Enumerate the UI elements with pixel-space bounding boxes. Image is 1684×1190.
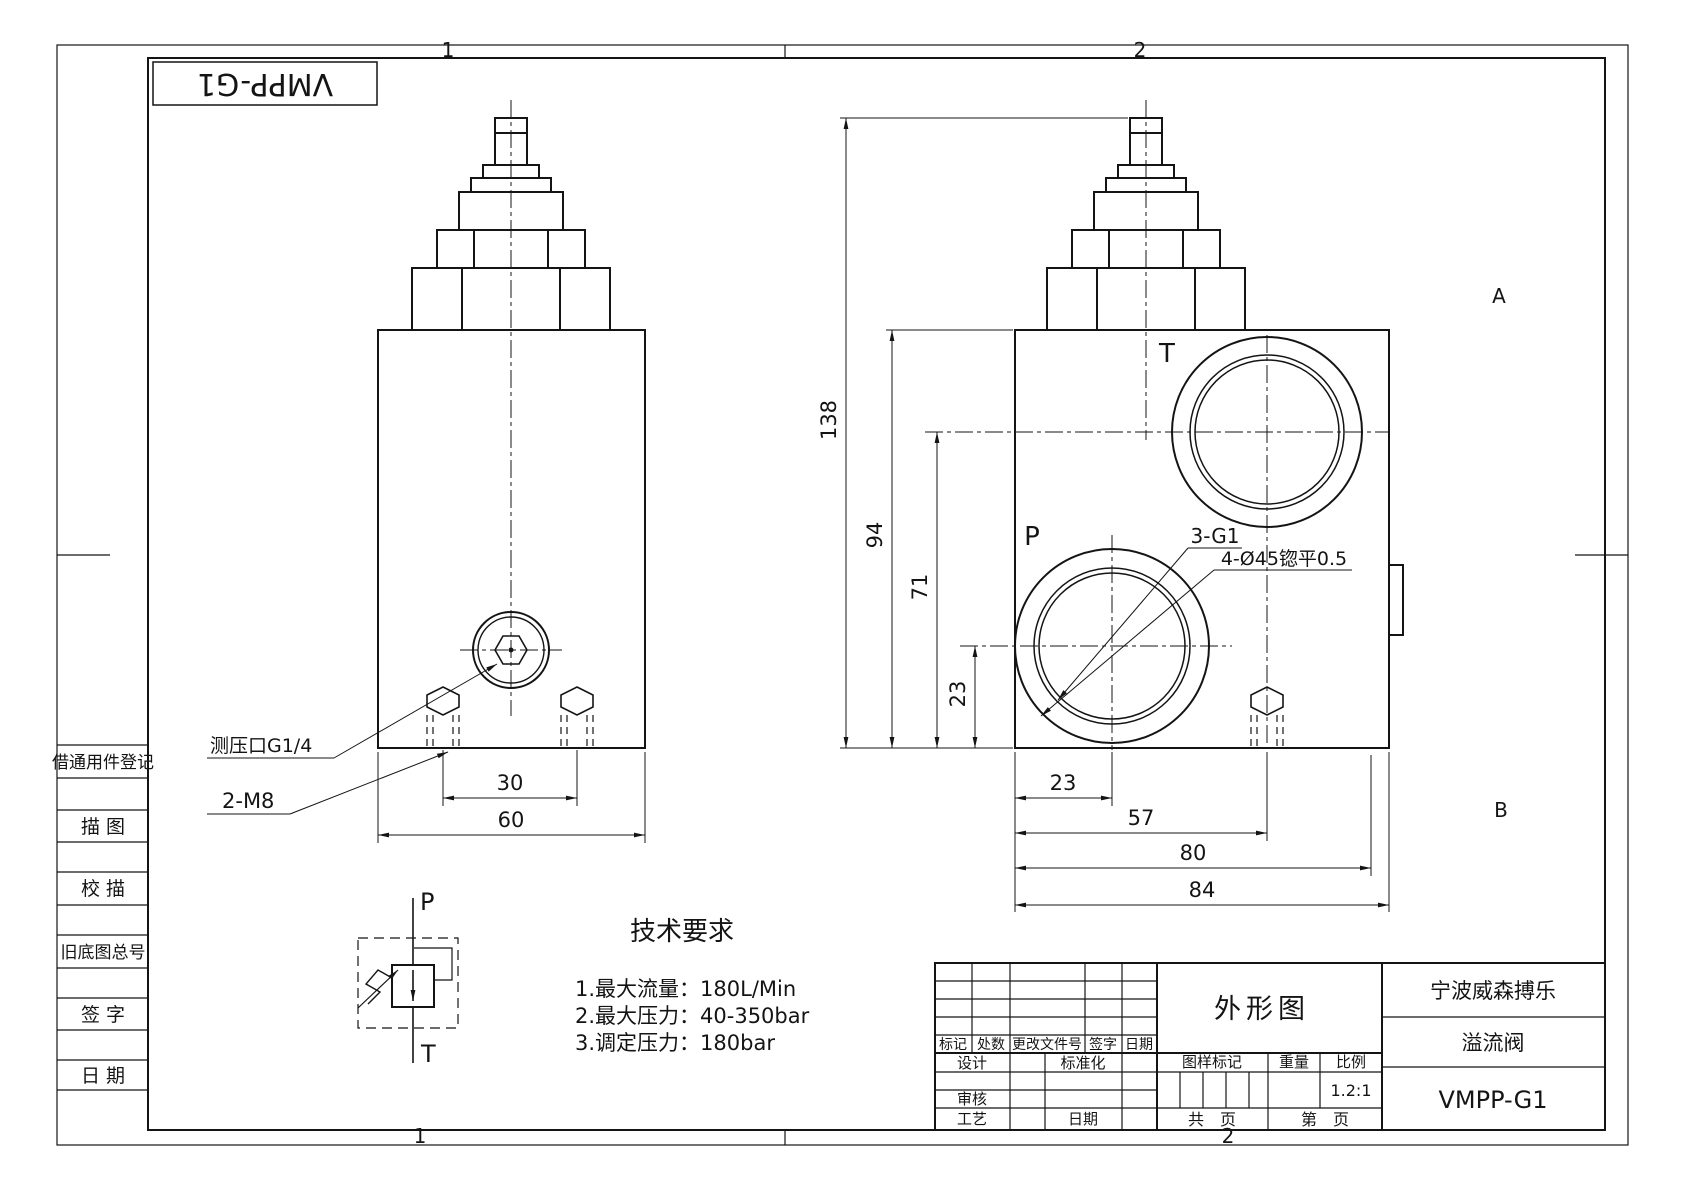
register-row-borrow: 借通用件登记	[52, 753, 154, 773]
tb-design: 设计	[957, 1054, 987, 1072]
front-dim-width: 60	[498, 808, 525, 832]
tech-req-item-2: 2.最大压力：40-350bar	[575, 1004, 810, 1028]
side-dim-t-x: 57	[1128, 806, 1155, 830]
side-dim-body-height: 94	[863, 522, 887, 549]
tb-rev-sign: 签字	[1089, 1036, 1117, 1053]
symbol-port-t: T	[420, 1040, 436, 1068]
register-row-date: 日 期	[81, 1065, 125, 1087]
register-panel: 借通用件登记 描 图 校 描 旧底图总号 签 字 日 期	[52, 744, 154, 1091]
tb-view-name: 外形图	[1214, 994, 1310, 1025]
title-block: 标记 处数 更改文件号 签字 日期 设计 标准化 审核 工艺 日期 图样标记 重…	[934, 962, 1606, 1131]
tb-page-no: 第 页	[1301, 1110, 1349, 1129]
tech-req-title: 技术要求	[630, 917, 734, 947]
zone-bottom-1: 1	[414, 1124, 427, 1148]
drawing-frame	[56, 44, 1629, 1146]
tb-date: 日期	[1068, 1110, 1098, 1128]
tech-req-item-3: 3.调定压力：180bar	[575, 1031, 775, 1055]
side-dim-body-width: 84	[1189, 878, 1216, 902]
hydraulic-symbol: P T	[357, 888, 459, 1068]
tb-model: VMPP-G1	[1439, 1086, 1548, 1114]
tb-standardize: 标准化	[1060, 1054, 1105, 1072]
zone-top-1: 1	[442, 38, 455, 62]
side-view: 138 94 71 23 23 57 80 84 T P 3-G1	[817, 100, 1404, 912]
tb-drawing-mark: 图样标记	[1182, 1053, 1242, 1071]
register-row-trace: 描 图	[81, 816, 125, 838]
zone-labels: 1 2 1 2 A B	[414, 38, 1508, 1148]
front-dim-hole-spacing: 30	[497, 771, 524, 795]
tb-check: 审核	[957, 1090, 987, 1108]
tb-company: 宁波威森搏乐	[1430, 979, 1556, 1003]
side-dim-p-x: 23	[1050, 771, 1077, 795]
register-row-check-trace: 校 描	[81, 878, 125, 900]
tb-weight: 重量	[1279, 1053, 1309, 1071]
tb-process: 工艺	[957, 1110, 987, 1128]
tb-rev-count: 处数	[977, 1037, 1005, 1053]
tb-total-pages: 共 页	[1188, 1110, 1236, 1129]
zone-right-a: A	[1492, 284, 1506, 308]
side-port-p: P	[1024, 522, 1040, 552]
front-view: 30 60 测压口G1/4 2-M8	[207, 100, 646, 843]
zone-top-2: 2	[1134, 38, 1147, 62]
side-dim-p-height: 23	[946, 681, 970, 708]
tb-rev-date: 日期	[1125, 1037, 1153, 1053]
zone-right-b: B	[1494, 798, 1508, 822]
side-port-t: T	[1158, 339, 1175, 369]
side-dim-t-height: 71	[908, 574, 932, 601]
stamp-model: VMPP-G1	[197, 66, 333, 101]
side-dim-total-height: 138	[817, 400, 841, 440]
tech-requirements: 技术要求 1.最大流量：180L/Min 2.最大压力：40-350bar 3.…	[575, 917, 810, 1055]
front-label-studs: 2-M8	[222, 789, 274, 813]
stamp-box: VMPP-G1	[152, 61, 378, 106]
tb-rev-mark: 标记	[939, 1037, 967, 1053]
front-label-gauge-port: 测压口G1/4	[210, 735, 312, 757]
symbol-port-p: P	[420, 888, 434, 916]
side-callout-counterbore: 4-Ø45锪平0.5	[1221, 548, 1347, 570]
tb-scale: 比例	[1336, 1053, 1366, 1071]
tb-rev-docno: 更改文件号	[1012, 1037, 1082, 1053]
tb-part-name: 溢流阀	[1462, 1031, 1525, 1055]
side-dim-stud-x: 80	[1180, 841, 1207, 865]
register-row-old-no: 旧底图总号	[61, 943, 146, 963]
tb-scale-value: 1.2:1	[1330, 1081, 1371, 1100]
register-row-sign: 签 字	[81, 1004, 125, 1026]
tech-req-item-1: 1.最大流量：180L/Min	[575, 977, 796, 1001]
side-callout-thread: 3-G1	[1191, 524, 1240, 548]
